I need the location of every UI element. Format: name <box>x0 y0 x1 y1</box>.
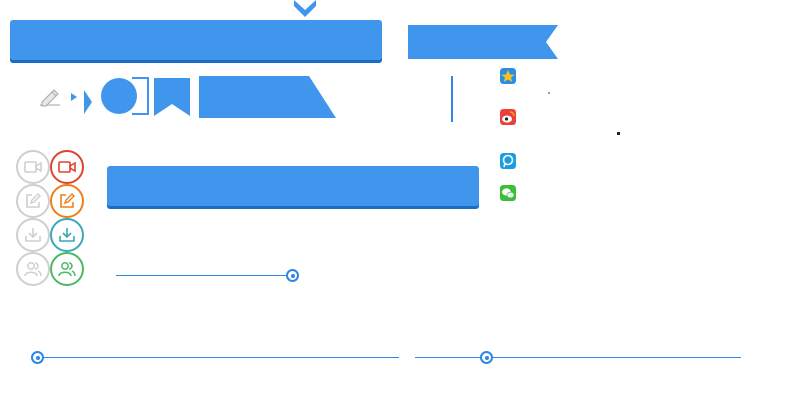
slider-1-track[interactable] <box>116 275 292 276</box>
slider-3-knob[interactable] <box>480 351 493 364</box>
video-camera-icon-red[interactable] <box>50 150 84 184</box>
chevron-down-icon[interactable] <box>294 0 316 18</box>
shape-row <box>40 76 336 118</box>
primary-bar-mid[interactable] <box>107 166 479 206</box>
slider-2-knob[interactable] <box>31 351 44 364</box>
ribbon-banner <box>408 25 558 59</box>
primary-bar-top[interactable] <box>10 20 382 60</box>
video-camera-icon-gray[interactable] <box>16 150 50 184</box>
users-icon-green[interactable] <box>50 252 84 286</box>
dot-marker <box>548 92 550 94</box>
download-icon-teal[interactable] <box>50 218 84 252</box>
weibo-icon[interactable] <box>500 109 516 125</box>
dot-marker <box>617 132 620 135</box>
qzone-icon[interactable] <box>500 68 516 84</box>
edit-icon-orange[interactable] <box>50 184 84 218</box>
slider-3-track[interactable] <box>415 357 741 358</box>
tab-shape[interactable] <box>199 76 336 118</box>
download-icon-gray[interactable] <box>16 218 50 252</box>
bookmark-icon[interactable] <box>154 78 190 116</box>
users-icon-gray[interactable] <box>16 252 50 286</box>
bracket-shape <box>132 77 149 115</box>
triangle-right-icon[interactable] <box>84 90 92 114</box>
slider-1-knob[interactable] <box>286 269 299 282</box>
pencil-icon[interactable] <box>40 89 60 107</box>
small-triangle-icon <box>71 93 77 101</box>
pengyou-icon[interactable] <box>500 153 516 169</box>
edit-icon-gray[interactable] <box>16 184 50 218</box>
slider-2-track[interactable] <box>38 357 399 358</box>
circle-shape[interactable] <box>101 78 137 114</box>
wechat-icon[interactable] <box>500 185 516 201</box>
vertical-divider <box>451 76 453 122</box>
